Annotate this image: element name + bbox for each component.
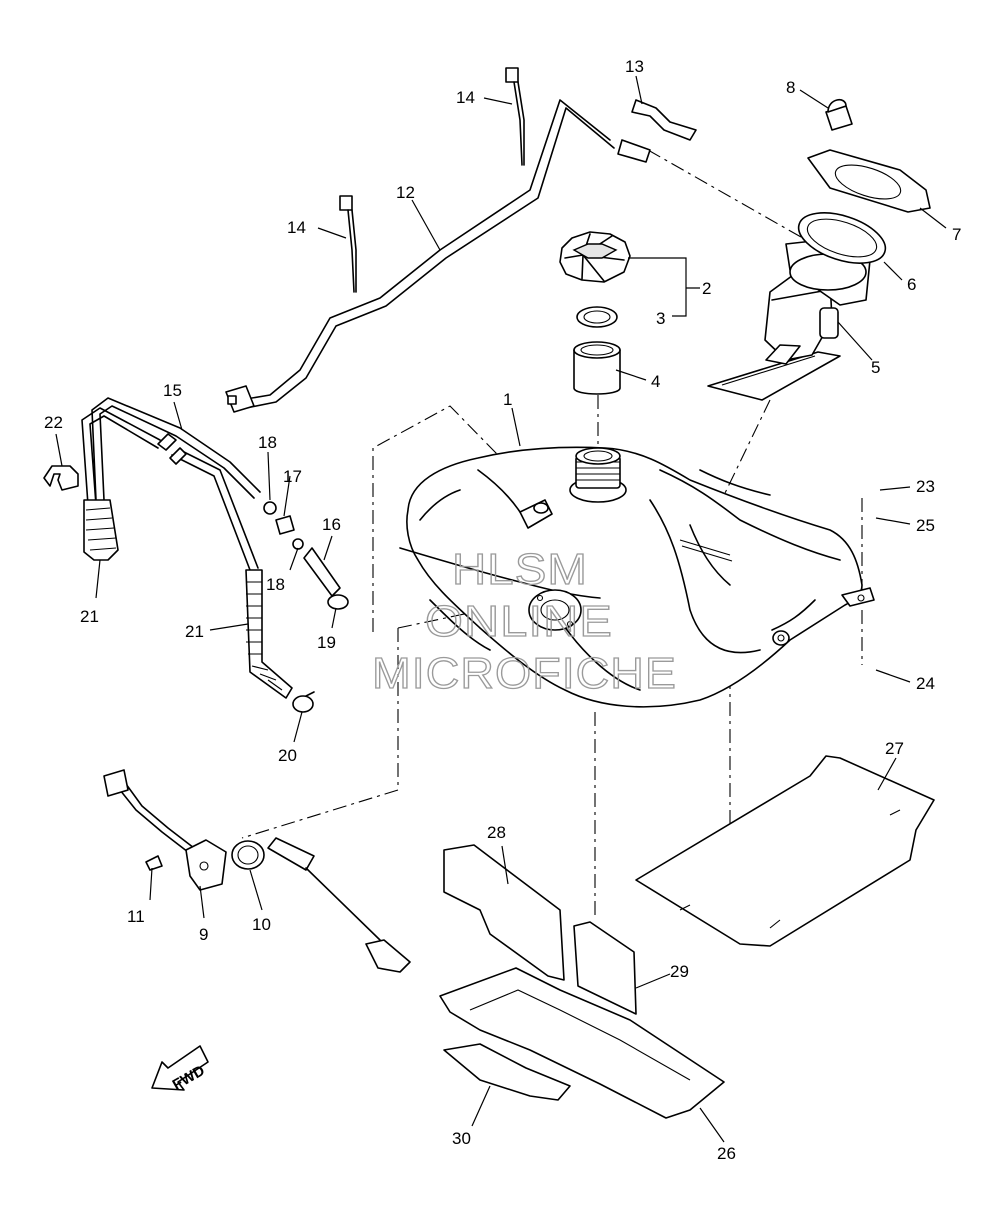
callout-label: 21 (80, 607, 99, 626)
callout-label: 12 (396, 183, 415, 202)
fuel-hose-assembly[interactable] (225, 99, 651, 413)
callout-label: 19 (317, 633, 336, 652)
callout-label: 15 (163, 381, 182, 400)
callout-label: 25 (916, 516, 935, 535)
one-way-valve[interactable] (303, 547, 341, 597)
heat-protector-28[interactable] (443, 844, 565, 981)
callout-label: 10 (252, 915, 271, 934)
callout-labels: 1 2 3 4 5 6 7 8 11 9 10 12 13 14 14 15 1… (44, 57, 961, 1163)
callout-label: 18 (258, 433, 277, 452)
callout-label: 1 (503, 390, 512, 409)
hose-clamp-20[interactable] (292, 691, 315, 713)
callout-label: 16 (322, 515, 341, 534)
hose-clamp-19[interactable] (327, 594, 349, 610)
leader-lines (55, 75, 947, 1143)
cable-tie[interactable] (505, 67, 525, 166)
breather-hoses[interactable] (81, 397, 293, 699)
callout-label: 28 (487, 823, 506, 842)
watermark: HLSM ONLINE MICROFICHE (371, 544, 677, 698)
callout-label: 29 (670, 962, 689, 981)
callout-label: 9 (199, 925, 208, 944)
watermark-line-2: ONLINE (425, 597, 613, 646)
filler-sleeve[interactable] (573, 341, 621, 395)
callout-label: 14 (287, 218, 306, 237)
callout-label: 13 (625, 57, 644, 76)
callout-label: 2 (702, 279, 711, 298)
callout-label: 4 (651, 372, 660, 391)
hose-joint[interactable] (263, 501, 304, 550)
fuel-sender-unit[interactable] (103, 769, 411, 973)
heat-protector-27[interactable] (635, 755, 935, 947)
callout-label: 11 (127, 907, 145, 926)
hose-clamp-13[interactable] (631, 99, 697, 141)
callout-label: 23 (916, 477, 935, 496)
callout-label: 26 (717, 1144, 736, 1163)
watermark-line-1: HLSM (452, 545, 588, 594)
callout-label: 22 (44, 413, 63, 432)
callout-label: 20 (278, 746, 297, 765)
watermark-line-3: MICROFICHE (372, 649, 677, 698)
cap-nut[interactable] (825, 99, 853, 131)
callout-label: 17 (283, 467, 302, 486)
heat-protector-26[interactable] (439, 967, 725, 1119)
callout-label: 21 (185, 622, 204, 641)
callout-label: 27 (885, 739, 904, 758)
hose-clip-22[interactable] (43, 465, 79, 491)
callout-label: 18 (266, 575, 285, 594)
callout-label: 30 (452, 1129, 471, 1148)
heat-protector-30[interactable] (443, 1043, 571, 1101)
callout-label: 6 (907, 275, 916, 294)
heat-protector-29[interactable] (573, 921, 637, 1015)
forward-direction-arrow: FWD (151, 1045, 209, 1094)
callout-label: 14 (456, 88, 475, 107)
callout-label: 3 (656, 309, 665, 328)
callout-label: 5 (871, 358, 880, 377)
callout-label: 8 (786, 78, 795, 97)
cable-tie[interactable] (339, 195, 357, 293)
fuel-tank[interactable] (399, 446, 875, 708)
pump-gasket[interactable] (792, 203, 891, 273)
fuel-cap[interactable] (559, 231, 631, 328)
callout-label: 7 (952, 225, 961, 244)
callout-label: 24 (916, 674, 935, 693)
fuel-pump[interactable] (707, 237, 871, 401)
pump-retainer-plate[interactable] (807, 149, 931, 213)
